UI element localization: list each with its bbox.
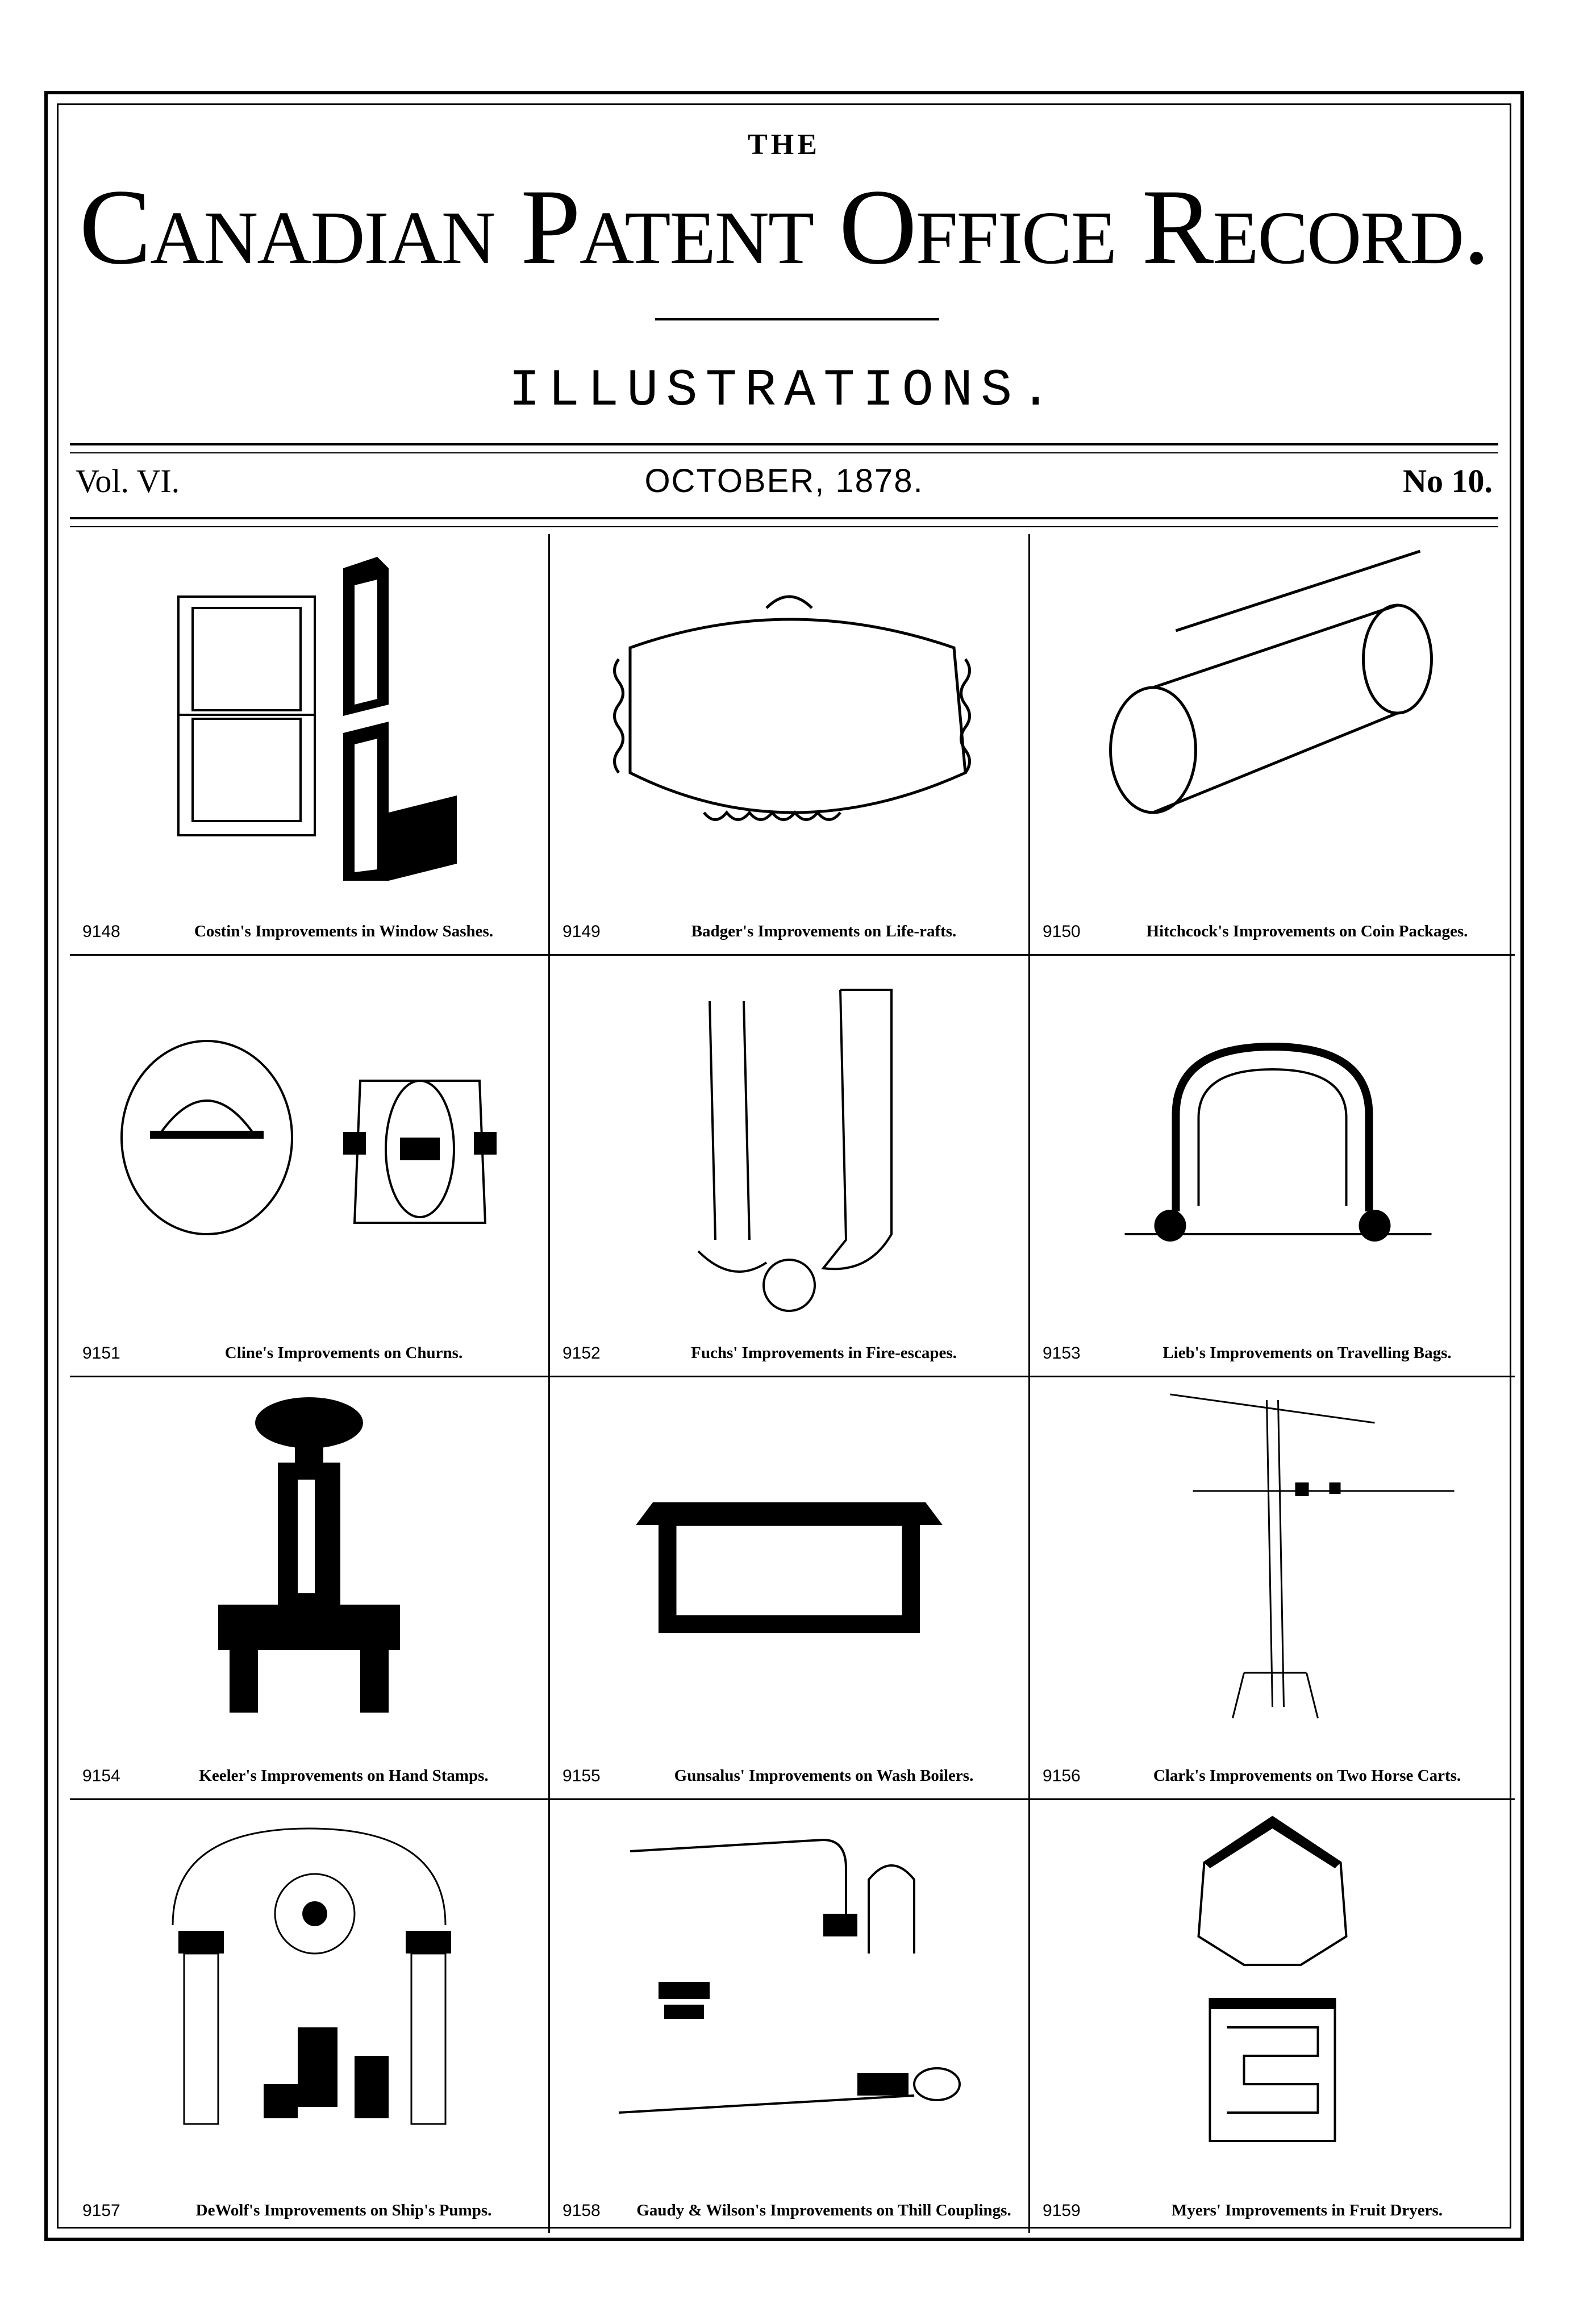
patent-cell: 9151 Cline's Improvements on Churns. xyxy=(70,956,550,1377)
patent-number: 9151 xyxy=(82,1344,120,1363)
caption-row: 9156 Clark's Improvements on Two Horse C… xyxy=(1043,1750,1503,1786)
caption-row: 9155 Gunsalus' Improvements on Wash Boil… xyxy=(562,1750,1017,1786)
window-sash-illustration xyxy=(93,545,526,892)
patent-number: 9155 xyxy=(562,1767,601,1785)
masthead-title: Canadian Patent Office Record. xyxy=(79,168,1490,287)
illustrations-grid: 9148 Costin's Improvements in Window Sas… xyxy=(70,534,1515,2233)
caption-row: 9150 Hitchcock's Improvements on Coin Pa… xyxy=(1043,905,1503,942)
hand-stamp-illustration xyxy=(93,1389,526,1735)
life-raft-illustration xyxy=(573,545,1006,892)
section-title: ILLUSTRATIONS. xyxy=(509,361,1060,420)
horse-cart-illustration xyxy=(1053,1389,1492,1735)
patent-cell: 9149 Badger's Improvements on Life-rafts… xyxy=(550,534,1030,956)
volume-label: Vol. VI. xyxy=(76,463,180,499)
churn-illustration xyxy=(93,967,526,1314)
patent-cell: 9148 Costin's Improvements in Window Sas… xyxy=(70,534,550,956)
thill-coupling-illustration xyxy=(573,1811,1006,2158)
patent-number: 9153 xyxy=(1043,1344,1081,1363)
caption-row: 9152 Fuchs' Improvements in Fire-escapes… xyxy=(562,1327,1017,1363)
issue-number: No 10. xyxy=(1403,463,1493,499)
patent-number: 9159 xyxy=(1043,2201,1081,2220)
patent-cell: 9153 Lieb's Improvements on Travelling B… xyxy=(1030,956,1515,1377)
wash-boiler-illustration xyxy=(573,1389,1006,1735)
masthead-header: THE Canadian Patent Office Record. ILLUS… xyxy=(59,105,1510,432)
patent-number: 9154 xyxy=(82,1767,120,1785)
top-double-rule xyxy=(70,443,1498,453)
patent-cell: 9156 Clark's Improvements on Two Horse C… xyxy=(1030,1377,1515,1800)
patent-number: 9149 xyxy=(562,922,601,941)
patent-number: 9152 xyxy=(562,1344,601,1363)
caption-row: 9158 Gaudy & Wilson's Improvements on Th… xyxy=(562,2184,1017,2221)
coin-package-illustration xyxy=(1053,545,1492,892)
masthead-rule xyxy=(655,318,939,320)
caption-row: 9149 Badger's Improvements on Life-rafts… xyxy=(562,905,1017,942)
patent-title: Gunsalus' Improvements on Wash Boilers. xyxy=(674,1767,974,1785)
patent-number: 9150 xyxy=(1043,922,1081,941)
patent-title: Lieb's Improvements on Travelling Bags. xyxy=(1162,1344,1452,1363)
patent-title: Gaudy & Wilson's Improvements on Thill C… xyxy=(636,2201,1011,2220)
caption-row: 9157 DeWolf's Improvements on Ship's Pum… xyxy=(82,2184,537,2221)
patent-cell: 9154 Keeler's Improvements on Hand Stamp… xyxy=(70,1377,550,1800)
caption-row: 9153 Lieb's Improvements on Travelling B… xyxy=(1043,1327,1503,1363)
issue-info-row: Vol. VI. OCTOBER, 1878. No 10. xyxy=(76,456,1493,507)
page-frame: THE Canadian Patent Office Record. ILLUS… xyxy=(44,91,1524,2241)
patent-cell: 9150 Hitchcock's Improvements on Coin Pa… xyxy=(1030,534,1515,956)
patent-title: Keeler's Improvements on Hand Stamps. xyxy=(199,1767,489,1785)
patent-number: 9156 xyxy=(1043,1767,1081,1785)
bottom-double-rule xyxy=(70,517,1498,527)
caption-row: 9148 Costin's Improvements in Window Sas… xyxy=(82,905,537,942)
patent-title: Fuchs' Improvements in Fire-escapes. xyxy=(691,1344,957,1363)
patent-cell: 9158 Gaudy & Wilson's Improvements on Th… xyxy=(550,1800,1030,2233)
patent-title: Clark's Improvements on Two Horse Carts. xyxy=(1153,1767,1461,1785)
patent-title: Badger's Improvements on Life-rafts. xyxy=(691,922,957,941)
patent-number: 9148 xyxy=(82,922,120,941)
fruit-dryer-illustration xyxy=(1053,1811,1492,2158)
issue-date: OCTOBER, 1878. xyxy=(644,463,924,499)
patent-title: Cline's Improvements on Churns. xyxy=(224,1344,463,1363)
page-frame-inner: THE Canadian Patent Office Record. ILLUS… xyxy=(57,103,1515,2233)
patent-title: DeWolf's Improvements on Ship's Pumps. xyxy=(195,2201,492,2220)
patent-title: Costin's Improvements in Window Sashes. xyxy=(194,922,494,941)
patent-cell: 9157 DeWolf's Improvements on Ship's Pum… xyxy=(70,1800,550,2233)
caption-row: 9154 Keeler's Improvements on Hand Stamp… xyxy=(82,1750,537,1786)
patent-title: Myers' Improvements in Fruit Dryers. xyxy=(1171,2201,1443,2220)
patent-number: 9157 xyxy=(82,2201,120,2220)
patent-cell: 9159 Myers' Improvements in Fruit Dryers… xyxy=(1030,1800,1515,2233)
travelling-bag-illustration xyxy=(1053,967,1492,1314)
fire-escape-illustration xyxy=(573,967,1006,1314)
patent-number: 9158 xyxy=(562,2201,601,2220)
caption-row: 9159 Myers' Improvements in Fruit Dryers… xyxy=(1043,2184,1503,2221)
patent-title: Hitchcock's Improvements on Coin Package… xyxy=(1146,922,1468,941)
ships-pump-illustration xyxy=(93,1811,526,2158)
patent-cell: 9152 Fuchs' Improvements in Fire-escapes… xyxy=(550,956,1030,1377)
masthead-the: THE xyxy=(748,128,820,161)
patent-cell: 9155 Gunsalus' Improvements on Wash Boil… xyxy=(550,1377,1030,1800)
caption-row: 9151 Cline's Improvements on Churns. xyxy=(82,1327,537,1363)
